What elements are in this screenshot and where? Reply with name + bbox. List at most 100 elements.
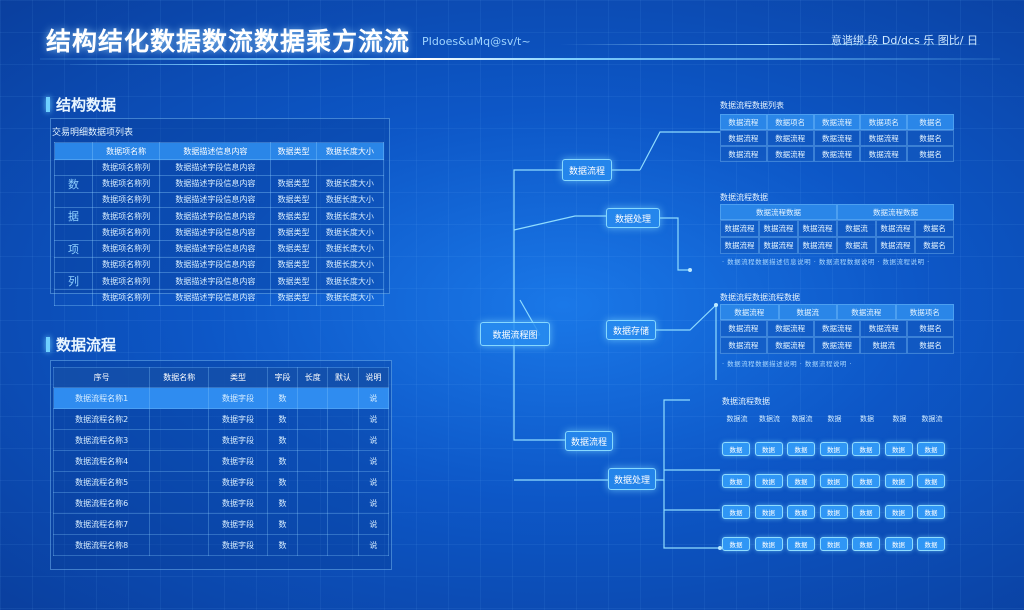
- data-chip[interactable]: 数据: [917, 474, 945, 488]
- data-chip[interactable]: 数据: [852, 474, 880, 488]
- section2-heading: 数据流程: [46, 334, 116, 355]
- table-cell: 数据名: [907, 320, 954, 337]
- table-header-cell: 数据流: [778, 304, 837, 320]
- table-cell: 数据流程: [860, 320, 908, 337]
- row-index-cell: 项: [54, 239, 93, 258]
- table-cell: 数据描述字段信息内容: [159, 289, 272, 306]
- data-chip[interactable]: 数据: [722, 442, 750, 456]
- data-chip[interactable]: 数据: [722, 505, 750, 519]
- data-chip[interactable]: 数据: [917, 505, 945, 519]
- flow-node-process[interactable]: 数据流程: [562, 159, 612, 181]
- data-chip[interactable]: 数据: [917, 442, 945, 456]
- table-cell: 数据流程: [720, 320, 767, 337]
- flow-node-process-2[interactable]: 数据流程: [565, 431, 613, 451]
- table-cell: 数据长度大小: [315, 174, 385, 193]
- flow-node-storage[interactable]: 数据存储: [606, 320, 656, 340]
- flow-node-handling-2[interactable]: 数据处理: [608, 468, 656, 490]
- table-cell: [270, 159, 317, 176]
- flow-node-handling[interactable]: 数据处理: [606, 208, 660, 228]
- row-index-cell: 数: [54, 174, 93, 193]
- table-cell: 数据流程名称4: [52, 450, 151, 472]
- right-table2-header: 数据流程数据 数据流程数据: [720, 204, 954, 220]
- table-header-cell: 类型: [208, 367, 268, 388]
- table-cell: [327, 387, 359, 409]
- table-cell: 数据项名: [860, 114, 908, 130]
- data-chip[interactable]: 数据: [787, 505, 815, 519]
- table-header-cell: 数据流程数据: [837, 204, 954, 220]
- data-chip[interactable]: 数据: [884, 537, 913, 551]
- table-cell: 数据字段: [208, 513, 268, 535]
- table-cell: 数据长度大小: [315, 224, 385, 241]
- table-cell: 数据流: [837, 237, 876, 254]
- data-chip[interactable]: 数据: [819, 537, 848, 551]
- table-cell: 数据类型: [270, 224, 317, 241]
- table-cell: 数据描述字段信息内容: [159, 159, 272, 176]
- row-index-cell: [54, 191, 93, 208]
- data-chip[interactable]: 数据: [819, 442, 848, 456]
- table-cell: 数据项名称列: [91, 224, 161, 241]
- page-subtitle: PIdoes&uMq@sv/t~: [422, 35, 531, 48]
- table-cell: 数据类型: [270, 289, 317, 306]
- table-header-cell: 数据流程: [837, 304, 896, 320]
- table-cell: 数据描述字段信息内容: [159, 207, 272, 225]
- table-cell: 说: [357, 408, 390, 430]
- data-chip[interactable]: 数据: [917, 537, 945, 551]
- table-cell: 数据流程名称3: [52, 429, 151, 451]
- table-cell: 数据字段: [208, 408, 268, 430]
- data-chip[interactable]: 数据: [852, 442, 880, 456]
- data-chip[interactable]: 数据: [852, 505, 880, 519]
- table-cell: 数据字段: [208, 471, 268, 493]
- table-cell: 数据流程: [720, 146, 767, 162]
- table-cell: 数据描述字段信息内容: [159, 174, 272, 193]
- data-chip[interactable]: 数据: [819, 474, 848, 488]
- right-table3-note: · 数据流程数据描述说明 · 数据流程说明 ·: [722, 360, 852, 368]
- section-marker: [46, 337, 50, 352]
- data-chip[interactable]: 数据: [819, 505, 848, 519]
- table-cell: 数据描述字段信息内容: [159, 272, 272, 290]
- data-chip[interactable]: 数据: [754, 537, 783, 551]
- table-header-cell: 序号: [52, 367, 151, 388]
- table-cell: 数据类型: [270, 272, 317, 290]
- data-chip[interactable]: 数据: [884, 442, 913, 456]
- data-chip[interactable]: 数据: [722, 537, 750, 551]
- data-chip[interactable]: 数据: [722, 474, 750, 488]
- table-cell: 数据流程: [876, 237, 915, 254]
- table-cell: 数: [266, 534, 299, 556]
- table-cell: 数据流程: [813, 146, 861, 162]
- table-cell: 数据描述字段信息内容: [159, 191, 272, 208]
- table-cell: 数据流程: [766, 130, 814, 146]
- table-cell: 数据字段: [208, 387, 268, 409]
- table-cell: 数据流程: [860, 130, 908, 146]
- table-cell: 数: [266, 387, 299, 409]
- flow-root-node[interactable]: 数据流程图: [480, 322, 550, 346]
- section1-table: 数据项名称 数据描述信息内容 数据类型 数据长度大小 数据项名称列数据描述字段信…: [54, 142, 385, 306]
- data-chip[interactable]: 数据: [754, 505, 783, 519]
- data-chip[interactable]: 数据: [754, 442, 783, 456]
- table-cell: 数据流程: [720, 220, 759, 237]
- data-chip[interactable]: 数据: [754, 474, 783, 488]
- table-cell: [149, 387, 210, 409]
- table-cell: 说: [357, 492, 390, 514]
- table-cell: 数: [266, 450, 299, 472]
- data-chip[interactable]: 数据: [852, 537, 880, 551]
- data-chip[interactable]: 数据: [884, 505, 913, 519]
- table-cell: [327, 534, 359, 556]
- table-cell: 数据流程: [860, 146, 908, 162]
- table-cell: 数据项名称列: [91, 256, 161, 273]
- data-chip[interactable]: 数据: [787, 537, 815, 551]
- data-chip[interactable]: 数据: [884, 474, 913, 488]
- table-cell: 数: [266, 471, 299, 493]
- table-cell: [149, 429, 210, 451]
- data-chip[interactable]: 数据: [787, 442, 815, 456]
- data-chip[interactable]: 数据: [787, 474, 815, 488]
- table-cell: 数据项名称列: [91, 159, 161, 176]
